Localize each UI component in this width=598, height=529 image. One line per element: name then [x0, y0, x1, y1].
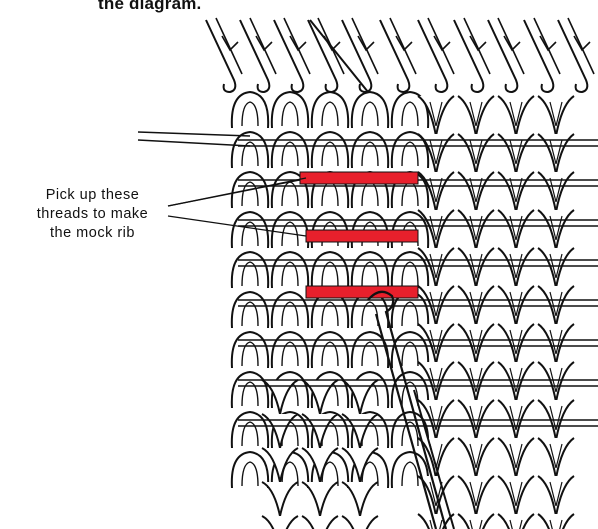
needle-shaft-1: [250, 18, 276, 74]
loop-1-5: [272, 292, 308, 328]
loop-0-5: [232, 292, 268, 328]
rib-v-3-514: [538, 514, 574, 529]
callout-line-3: the mock rib: [10, 224, 175, 243]
loop-2-0: [312, 92, 348, 128]
needle-shaft-7: [464, 18, 490, 74]
rib-v-2-514: [498, 514, 534, 529]
rib-v-2-210: [498, 210, 534, 250]
rib-v-3-438: [538, 438, 574, 478]
red-thread-2: [306, 230, 418, 242]
loop-1-6: [272, 332, 308, 368]
lrib-2-482: [342, 482, 378, 516]
loop-3-0: [352, 92, 388, 128]
needle-10: [558, 20, 587, 92]
needle-2: [274, 20, 303, 92]
red-thread-1: [300, 172, 418, 184]
rib-v-2-172: [498, 172, 534, 212]
rib-v-1-438: [458, 438, 494, 478]
rib-v-3-96: [538, 96, 574, 136]
loop-1-3: [272, 212, 308, 248]
loop-0-8: [232, 412, 268, 448]
needle-shaft-0: [216, 18, 242, 74]
rib-v-1-248: [458, 248, 494, 288]
loop-2-1: [312, 132, 348, 168]
rib-v-1-514: [458, 514, 494, 529]
needle-shaft-2: [284, 18, 310, 74]
yarn-strand: [138, 132, 250, 146]
loop-0-1: [232, 132, 268, 168]
rib-v-3-172: [538, 172, 574, 212]
loop-1-0: [272, 92, 308, 128]
loop-1-4: [272, 252, 308, 288]
callout-line-2: threads to make: [10, 205, 175, 224]
needle-shaft-5: [390, 18, 416, 74]
needle-0: [206, 20, 235, 92]
lrib-0-516: [262, 516, 298, 529]
rib-v-1-96: [458, 96, 494, 136]
needle-9: [524, 20, 553, 92]
needle-shaft-6: [428, 18, 454, 74]
loop-4-4: [392, 252, 428, 288]
needle-3: [308, 20, 337, 92]
needle-7: [454, 20, 483, 92]
lrib-0-482: [262, 482, 298, 516]
lrib-1-482: [302, 482, 338, 516]
loop-0-6: [232, 332, 268, 368]
needle-1: [240, 20, 269, 92]
rib-v-3-248: [538, 248, 574, 288]
red-thread-3: [306, 286, 418, 298]
diagram-caption: the diagram.: [98, 0, 201, 14]
loop-3-4: [352, 252, 388, 288]
needle-8: [488, 20, 517, 92]
rib-v-3-210: [538, 210, 574, 250]
needle-shaft-10: [568, 18, 594, 74]
lrib-2-516: [342, 516, 378, 529]
rib-v-1-362: [458, 362, 494, 402]
loop-2-6: [312, 332, 348, 368]
rib-v-1-172: [458, 172, 494, 212]
needle-shaft-4: [352, 18, 378, 74]
callout-line-1: Pick up these: [10, 186, 175, 205]
rib-v-2-324: [498, 324, 534, 364]
needles-row: [206, 18, 594, 106]
loop-2-4: [312, 252, 348, 288]
rib-v-3-324: [538, 324, 574, 364]
rib-v-1-210: [458, 210, 494, 250]
loop-0-0: [232, 92, 268, 128]
rib-v-3-362: [538, 362, 574, 402]
needle-4: [342, 20, 371, 92]
callout-label: Pick up these threads to make the mock r…: [10, 186, 175, 243]
rib-v-2-438: [498, 438, 534, 478]
loop-0-7: [232, 372, 268, 408]
loop-0-4: [232, 252, 268, 288]
needle-5: [380, 20, 409, 92]
lrib-1-516: [302, 516, 338, 529]
rib-v-2-362: [498, 362, 534, 402]
rib-v-1-324: [458, 324, 494, 364]
needle-shaft-9: [534, 18, 560, 74]
needle-6: [418, 20, 447, 92]
rib-v-2-96: [498, 96, 534, 136]
loop-1-1: [272, 132, 308, 168]
loop-3-1: [352, 132, 388, 168]
rib-v-2-476: [498, 476, 534, 516]
rib-v-2-248: [498, 248, 534, 288]
rib-v-3-476: [538, 476, 574, 516]
rib-v-1-476: [458, 476, 494, 516]
needle-shaft-8: [498, 18, 524, 74]
